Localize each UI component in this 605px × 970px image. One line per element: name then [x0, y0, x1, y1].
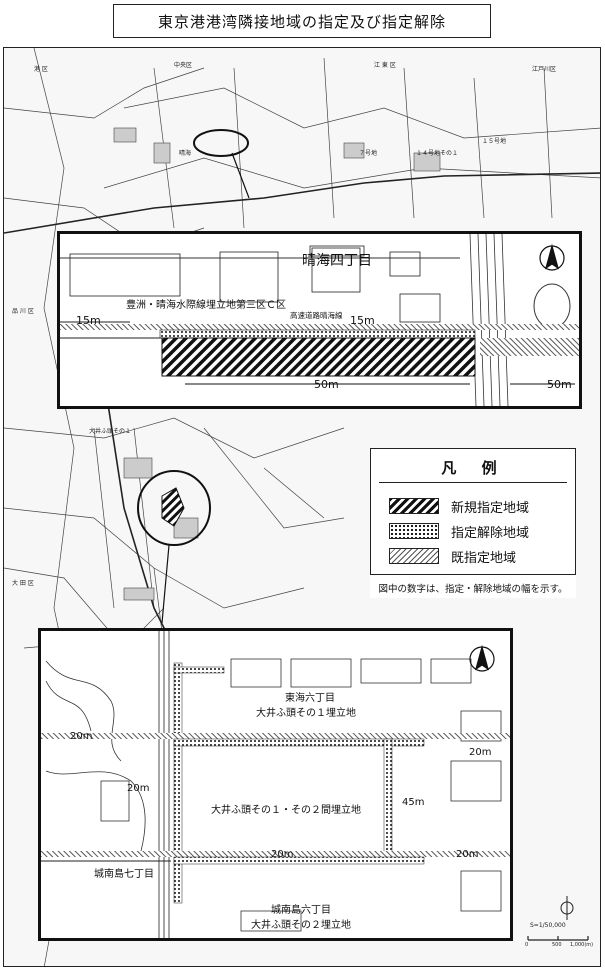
label-minato-ku: 港 区 [34, 66, 48, 73]
label-shinagawa-ku: 品 川 区 [12, 308, 34, 315]
swatch-new-designation [389, 498, 439, 514]
legend-note: 図中の数字は、指定・解除地域の幅を示す。 [378, 584, 568, 595]
map-title: 東京港港湾隣接地域の指定及び指定解除 [113, 4, 491, 38]
inset-oi-area-2: 城南島七丁目 [94, 869, 154, 880]
inset-oi-land-2: 大井ふ頭その２埋立地 [251, 920, 351, 931]
inset-harumi-width-left: 15m [76, 314, 101, 327]
inset-oi-land-1: 大井ふ頭その１埋立地 [256, 708, 356, 719]
inset-harumi-drawing [60, 234, 579, 406]
inset-oi-width-bottom-center: 20m [271, 849, 294, 860]
swatch-existing [389, 548, 439, 564]
inset-oi-area-3: 城南島六丁目 [271, 905, 331, 916]
inset-oi-area-1: 東海六丁目 [285, 693, 335, 704]
label-ota-ku: 大 田 区 [12, 580, 34, 587]
legend-label-existing: 既指定地域 [451, 550, 517, 566]
inset-harumi-area: 晴海四丁目 [302, 253, 372, 269]
label-oi-wharf-1: 大井ふ頭その１ [89, 428, 132, 435]
legend-box: 凡 例 新規指定地域 指定解除地域 既指定地域 [370, 448, 576, 575]
legend: 凡 例 新規指定地域 指定解除地域 既指定地域 図中の数字は、指定・解除地域の幅… [370, 448, 576, 598]
inset-harumi-land: 豊洲・晴海水際線埋立地第三区Ｃ区 [126, 300, 286, 311]
legend-label-released: 指定解除地域 [451, 525, 530, 541]
inset-oi-width-left: 20m [127, 783, 150, 794]
legend-item-new: 新規指定地域 [389, 496, 529, 516]
scale-tick-500: 500 [552, 942, 562, 948]
label-harumi: 晴海 [179, 150, 192, 157]
inset-oi-width-right-vertical: 45m [402, 797, 425, 808]
label-edogawa-ku: 江戸川区 [532, 66, 557, 73]
legend-item-existing: 既指定地域 [389, 546, 516, 566]
inset-harumi-width-right: 15m [350, 314, 375, 327]
legend-title: 凡 例 [441, 459, 507, 477]
inset-harumi-width-bottom: 50m [314, 378, 339, 391]
inset-oi-land-center: 大井ふ頭その１・その２間埋立地 [211, 805, 361, 816]
label-no14: １４号地その１ [416, 150, 459, 157]
label-no15: １５号地 [482, 138, 507, 145]
legend-label-new: 新規指定地域 [451, 500, 530, 516]
inset-harumi: 晴海四丁目 豊洲・晴海水際線埋立地第三区Ｃ区 高速道路晴海線 15m 15m 5… [57, 231, 582, 409]
scale-tick-0: 0 [525, 942, 529, 948]
swatch-released [389, 523, 439, 539]
legend-divider [379, 482, 567, 483]
legend-item-released: 指定解除地域 [389, 521, 529, 541]
inset-harumi-road: 高速道路晴海線 [290, 311, 343, 320]
label-koto-ku: 江 東 区 [374, 62, 396, 69]
label-no7: ７号地 [359, 150, 378, 157]
inset-oi-drawing [41, 631, 510, 938]
scale-tick-1000: 1,000(m) [570, 942, 594, 948]
label-chuo-ku: 中央区 [174, 62, 193, 69]
inset-oi-width-top-left: 20m [70, 731, 93, 742]
inset-oi-width-top-right: 20m [469, 747, 492, 758]
scale-text: S=1/50,000 [530, 922, 566, 929]
inset-harumi-width-corner: 50m [547, 378, 572, 391]
inset-oi-width-bottom-right: 20m [456, 849, 479, 860]
inset-oi-wharf: 東海六丁目 大井ふ頭その１埋立地 大井ふ頭その１・その２間埋立地 城南島七丁目 … [38, 628, 513, 941]
